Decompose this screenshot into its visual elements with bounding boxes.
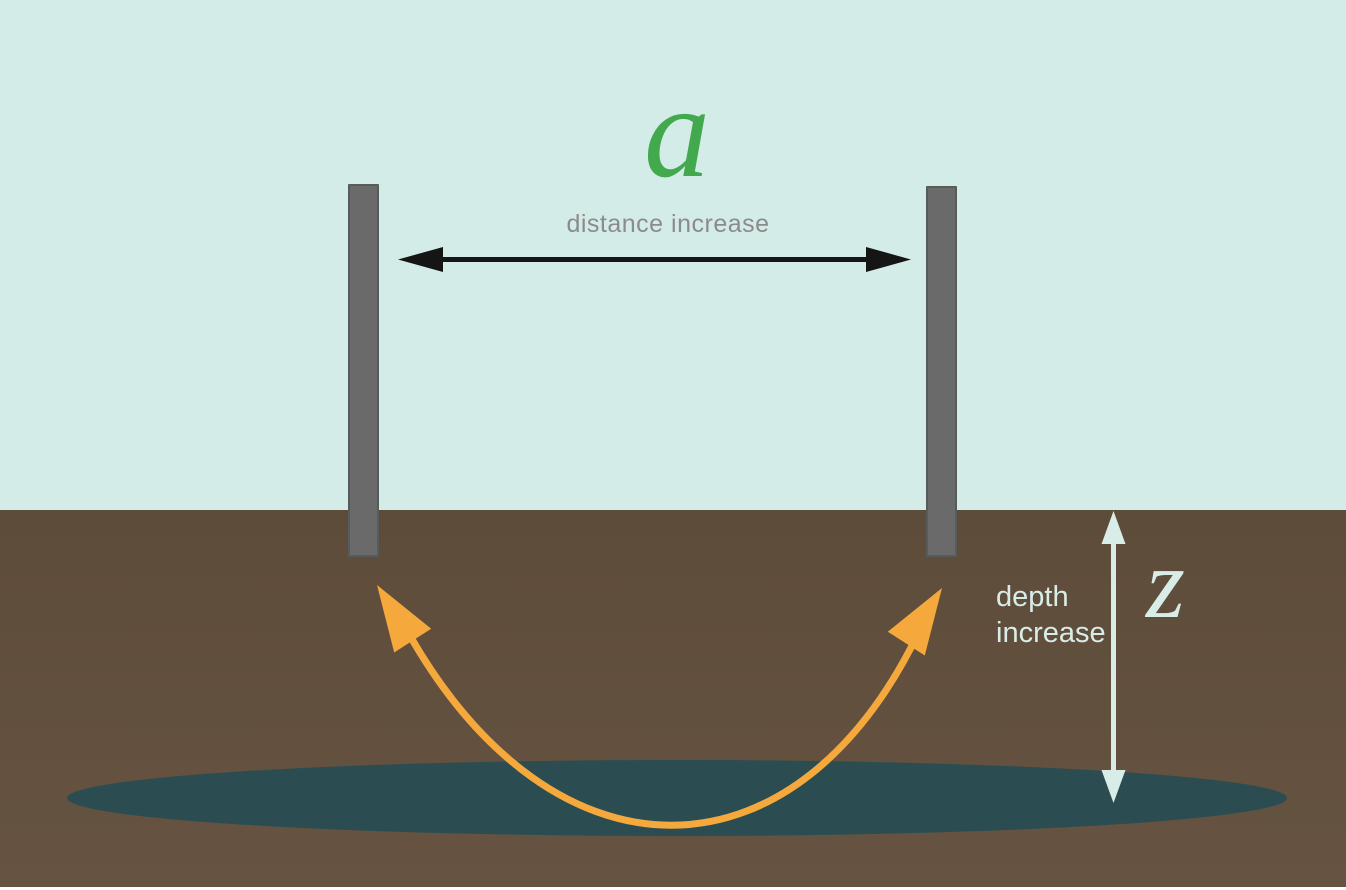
depth-increase-label: depth increase	[996, 579, 1106, 651]
right-electrode	[926, 186, 957, 557]
left-electrode	[348, 184, 379, 557]
current-arrowhead-right-icon	[887, 588, 942, 656]
depth-arrow	[1101, 511, 1126, 803]
electrode-spacing-symbol: a	[644, 58, 710, 205]
current-arrowhead-left-icon	[377, 585, 432, 653]
current-flow-arrow	[377, 585, 942, 829]
investigation-zone-ellipse	[67, 760, 1287, 836]
depth-arrowhead-top-icon	[1101, 511, 1126, 544]
depth-arrowhead-bottom-icon	[1101, 770, 1126, 803]
depth-symbol: z	[1146, 528, 1185, 639]
distance-arrow	[398, 247, 911, 272]
depth-label-line1: depth	[996, 581, 1069, 613]
distance-arrowhead-left-icon	[398, 247, 443, 272]
distance-increase-label: distance increase	[566, 210, 770, 238]
distance-arrowhead-right-icon	[866, 247, 911, 272]
sky-background	[0, 0, 1346, 510]
depth-label-line2: increase	[996, 617, 1106, 649]
